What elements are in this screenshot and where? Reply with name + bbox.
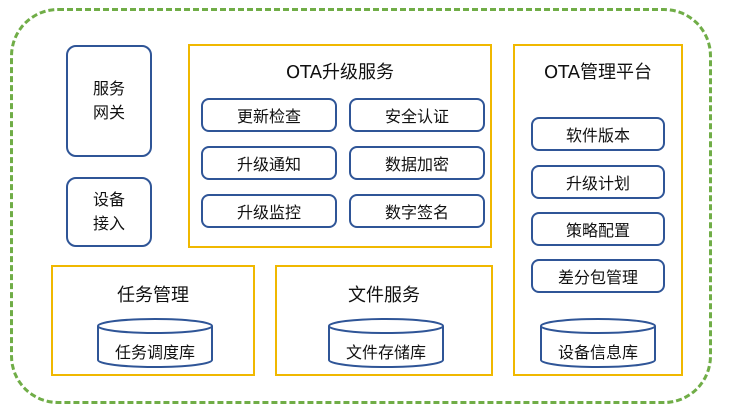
ota-upgrade-service-title: OTA升级服务 bbox=[285, 62, 395, 83]
service-gateway-line2: 网关 bbox=[92, 103, 125, 122]
ota-management-platform-title: OTA管理平台 bbox=[543, 62, 653, 83]
software-version-item: 软件版本 bbox=[531, 117, 665, 151]
device-access-line2: 接入 bbox=[92, 214, 125, 233]
device-info-db: 设备信息库 bbox=[539, 317, 657, 369]
ota-management-platform-container: OTA管理平台 软件版本 升级计划 策略配置 差分包管理 设备信息库 bbox=[513, 44, 683, 376]
device-info-db-label: 设备信息库 bbox=[557, 343, 638, 362]
task-management-container: 任务管理 任务调度库 bbox=[51, 265, 255, 376]
device-access-block: 设备 接入 bbox=[66, 177, 152, 247]
file-service-container: 文件服务 文件存储库 bbox=[275, 265, 493, 376]
policy-config-item: 策略配置 bbox=[531, 212, 665, 246]
task-management-title: 任务管理 bbox=[117, 285, 189, 306]
upgrade-plan-item: 升级计划 bbox=[531, 165, 665, 199]
task-schedule-db-label: 任务调度库 bbox=[114, 343, 195, 362]
service-gateway-line1: 服务 bbox=[92, 79, 125, 98]
file-storage-db-label: 文件存储库 bbox=[345, 343, 426, 362]
database-icon bbox=[540, 318, 656, 368]
diff-package-item: 差分包管理 bbox=[531, 259, 665, 293]
task-schedule-db: 任务调度库 bbox=[96, 317, 214, 369]
security-auth-item: 安全认证 bbox=[349, 98, 485, 132]
device-access-line1: 设备 bbox=[92, 190, 125, 209]
service-gateway-block: 服务 网关 bbox=[66, 45, 152, 157]
database-icon bbox=[97, 318, 213, 368]
data-encrypt-item: 数据加密 bbox=[349, 146, 485, 180]
upgrade-monitor-item: 升级监控 bbox=[201, 194, 337, 228]
upgrade-notify-item: 升级通知 bbox=[201, 146, 337, 180]
ota-upgrade-service-container: OTA升级服务 更新检查 安全认证 升级通知 数据加密 升级监控 数字签名 bbox=[188, 44, 492, 248]
file-service-title: 文件服务 bbox=[348, 285, 420, 306]
digital-signature-item: 数字签名 bbox=[349, 194, 485, 228]
file-storage-db: 文件存储库 bbox=[327, 317, 445, 369]
system-boundary bbox=[10, 8, 712, 404]
update-check-item: 更新检查 bbox=[201, 98, 337, 132]
database-icon bbox=[328, 318, 444, 368]
